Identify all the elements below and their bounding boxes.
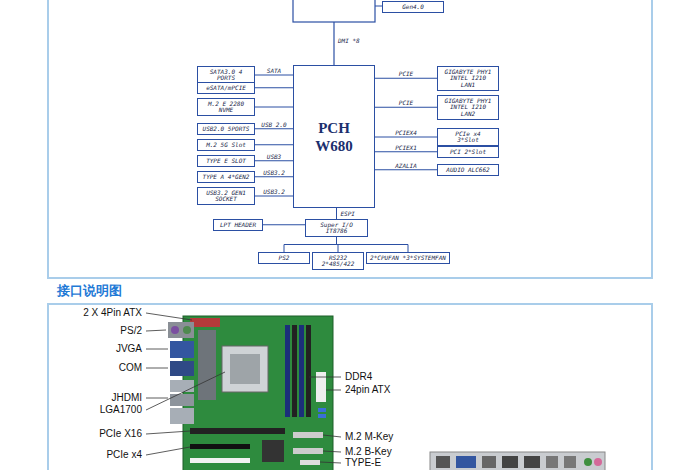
header-box: LPT HEADER — [213, 219, 263, 231]
io-box: USB3.2 GEN1 SOCKET — [197, 187, 255, 205]
frame — [48, 0, 652, 278]
wire — [375, 6, 382, 7]
bus-line — [255, 87, 293, 88]
callout-label: JVGA — [116, 343, 142, 355]
callout-label: TYPE-E — [345, 457, 381, 469]
bus-label: PCIEX4 — [394, 129, 418, 136]
box-label: PCIe x4 3*Slot — [444, 131, 492, 144]
chipset-box: PCH W680 — [293, 65, 375, 208]
box-label: PCH W680 — [310, 119, 358, 155]
bus-label: DMI *8 — [338, 37, 360, 44]
slot-box: PCIe x4 3*Slot — [437, 128, 499, 146]
bus-line — [375, 137, 437, 138]
box-label: GIGABYTE PHY1 INTEL I210 LAN2 — [444, 98, 492, 118]
io-box: M.2 E 2280 NVME — [197, 98, 255, 116]
callout-label: PCIe X16 — [99, 428, 142, 440]
box-label: USB2.0 5PORTS — [200, 126, 252, 133]
dmi-line — [333, 22, 334, 65]
io-box: RS232 2*485/422 — [312, 252, 364, 270]
superio-box: Super I/O IT8786 — [305, 219, 368, 237]
audio-box: AUDIO ALC662 — [437, 164, 499, 176]
spec-box: Gen4.0 — [382, 1, 444, 13]
box-label: eSATA/mPCIE — [200, 85, 252, 92]
callout-label: 24pin ATX — [345, 384, 390, 396]
bus-line — [255, 160, 293, 161]
lan-box: GIGABYTE PHY1 INTEL I210 LAN1 — [437, 66, 499, 91]
bus-line — [375, 151, 437, 152]
callout-label: COM — [119, 362, 142, 374]
fan-box: 2*CPUFAN *3*SYSTEMFAN — [366, 252, 450, 264]
bus-line — [337, 237, 409, 252]
io-box: USB2.0 5PORTS — [197, 123, 255, 135]
callout-label: DDR4 — [345, 371, 372, 383]
bus-label: USB 2.0 — [260, 121, 287, 128]
bus-line — [375, 169, 437, 170]
box-label: AUDIO ALC662 — [444, 167, 492, 174]
bus-line — [255, 144, 293, 145]
box-label: Super I/O IT8786 — [308, 222, 365, 235]
box-label: USB3.2 GEN1 SOCKET — [200, 190, 252, 203]
box-label: PCI 2*Slot — [444, 149, 492, 156]
bus-line — [263, 224, 305, 225]
bus-line — [255, 107, 293, 108]
io-box: M.2 5G Slot — [197, 139, 255, 151]
lan-box: GIGABYTE PHY1 INTEL I210 LAN2 — [437, 95, 499, 120]
bus-line — [375, 107, 437, 108]
io-box: TYPE A 4*GEN2 — [197, 171, 255, 183]
bus-label: SATA — [266, 67, 282, 74]
box-label: GIGABYTE PHY1 INTEL I210 LAN1 — [444, 69, 492, 89]
io-panel — [430, 452, 605, 470]
box-label: RS232 2*485/422 — [315, 255, 361, 268]
io-box: eSATA/mPCIE — [197, 82, 255, 94]
box-label: TYPE E SLOT — [200, 158, 252, 165]
bus-line — [375, 78, 437, 79]
callout-label: PS/2 — [120, 325, 142, 337]
callout-label: PCIe x4 — [106, 449, 142, 461]
box-label: PS2 — [261, 255, 307, 262]
bus-label: USB3.2 — [262, 188, 286, 195]
callout-label: LGA1700 — [100, 404, 142, 416]
bus-line — [284, 237, 337, 252]
slot-box: PCI 2*Slot — [437, 146, 499, 158]
cpu-box — [293, 0, 375, 22]
bus-label: PCIEX1 — [394, 144, 418, 151]
section-heading: 接口说明图 — [57, 283, 122, 299]
bus-line — [255, 196, 293, 197]
io-box: PS2 — [258, 252, 310, 264]
bus-label: USB3.2 — [262, 169, 286, 176]
bus-line — [255, 75, 293, 76]
bus-label: PCIE — [398, 70, 414, 77]
motherboard — [168, 316, 333, 470]
bus-line — [255, 128, 293, 129]
bus-label: AZALIA — [394, 162, 418, 169]
callout-label: M.2 B-Key — [345, 446, 392, 458]
leader-lines — [146, 313, 341, 463]
bus-line — [255, 176, 293, 177]
box-label: M.2 5G Slot — [200, 142, 252, 149]
box-label: 2*CPUFAN *3*SYSTEMFAN — [369, 255, 447, 262]
bus-label: ESPI — [340, 210, 356, 217]
callout-label: JHDMI — [111, 392, 142, 404]
box-label: SATA3.0 4 PORTS — [200, 69, 252, 82]
box-label: Gen4.0 — [385, 4, 441, 11]
bus-line — [336, 208, 337, 219]
io-box: TYPE E SLOT — [197, 155, 255, 167]
frame — [48, 304, 652, 470]
callout-label: 2 X 4Pin ATX — [83, 307, 142, 319]
bus-label: USB3 — [266, 153, 282, 160]
callout-label: M.2 M-Key — [345, 431, 393, 443]
box-label: M.2 E 2280 NVME — [200, 101, 252, 114]
box-label: TYPE A 4*GEN2 — [200, 174, 252, 181]
box-label: LPT HEADER — [216, 222, 260, 229]
bus-label: PCIE — [398, 99, 414, 106]
